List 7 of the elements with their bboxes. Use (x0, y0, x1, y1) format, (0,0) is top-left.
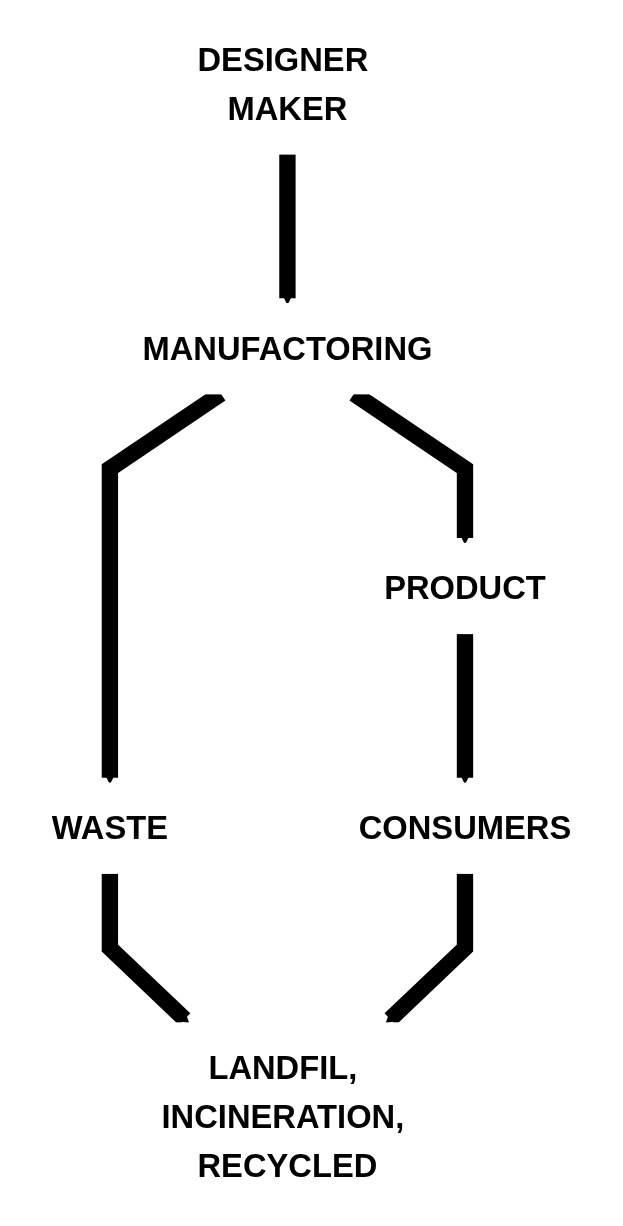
node-text: WASTE (51, 809, 169, 846)
node-text: PRODUCT (384, 569, 546, 607)
node-text: CONSUMERS (358, 809, 572, 846)
arrow (279, 153, 296, 305)
node-text: LANDFIL, INCINERATION, RECYCLED (161, 1048, 405, 1184)
arrow (456, 633, 474, 784)
node-text: DESIGNER MAKER (197, 40, 369, 127)
